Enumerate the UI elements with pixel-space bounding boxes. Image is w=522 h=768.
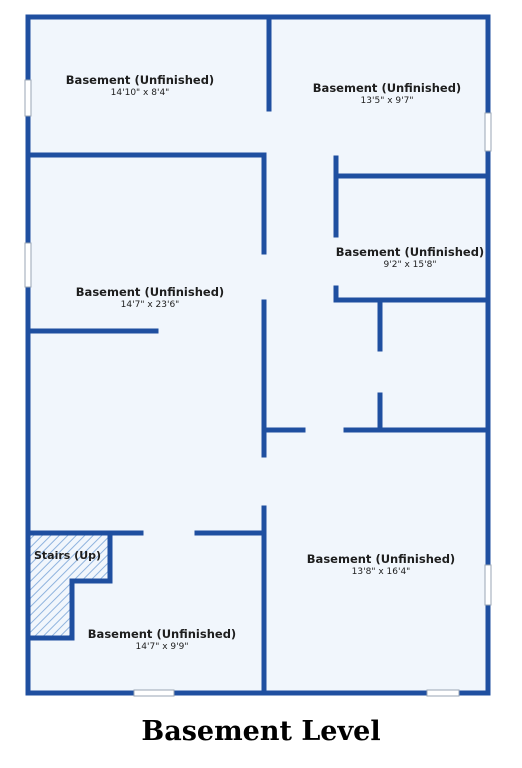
windows	[24, 79, 492, 697]
room-name: Basement (Unfinished)	[335, 245, 485, 259]
room-label-1: Basement (Unfinished) 14'10" x 8'4"	[66, 73, 214, 99]
walls	[25, 14, 491, 696]
room-name: Basement (Unfinished)	[75, 285, 225, 299]
room-dimensions: 14'7" x 23'6"	[120, 300, 180, 310]
room-dimensions: 13'5" x 9'7"	[360, 96, 414, 106]
window	[24, 242, 32, 288]
window	[484, 564, 492, 606]
room-label-6: Basement (Unfinished) 14'7" x 9'9"	[88, 627, 236, 653]
floor-area	[28, 17, 488, 693]
window	[133, 689, 175, 697]
room-label-5: Basement (Unfinished) 13'8" x 16'4"	[307, 552, 455, 578]
room-dimensions: 9'2" x 15'8"	[383, 260, 437, 270]
window	[484, 112, 492, 152]
room-label-3: Basement (Unfinished) 9'2" x 15'8"	[336, 245, 484, 271]
room-name: Basement (Unfinished)	[65, 73, 215, 87]
window	[426, 689, 460, 697]
stairs-label: Stairs (Up)	[34, 549, 102, 562]
window	[24, 79, 32, 117]
room-dimensions: 13'8" x 16'4"	[351, 567, 411, 577]
room-name: Basement (Unfinished)	[306, 552, 456, 566]
room-name: Basement (Unfinished)	[312, 81, 462, 95]
room-dimensions: 14'7" x 9'9"	[135, 642, 189, 652]
room-label-2: Basement (Unfinished) 13'5" x 9'7"	[313, 81, 461, 107]
room-dimensions: 14'10" x 8'4"	[110, 88, 170, 98]
room-label-4: Basement (Unfinished) 14'7" x 23'6"	[76, 285, 224, 311]
room-name: Basement (Unfinished)	[87, 627, 237, 641]
plan-title: Basement Level	[141, 716, 381, 747]
